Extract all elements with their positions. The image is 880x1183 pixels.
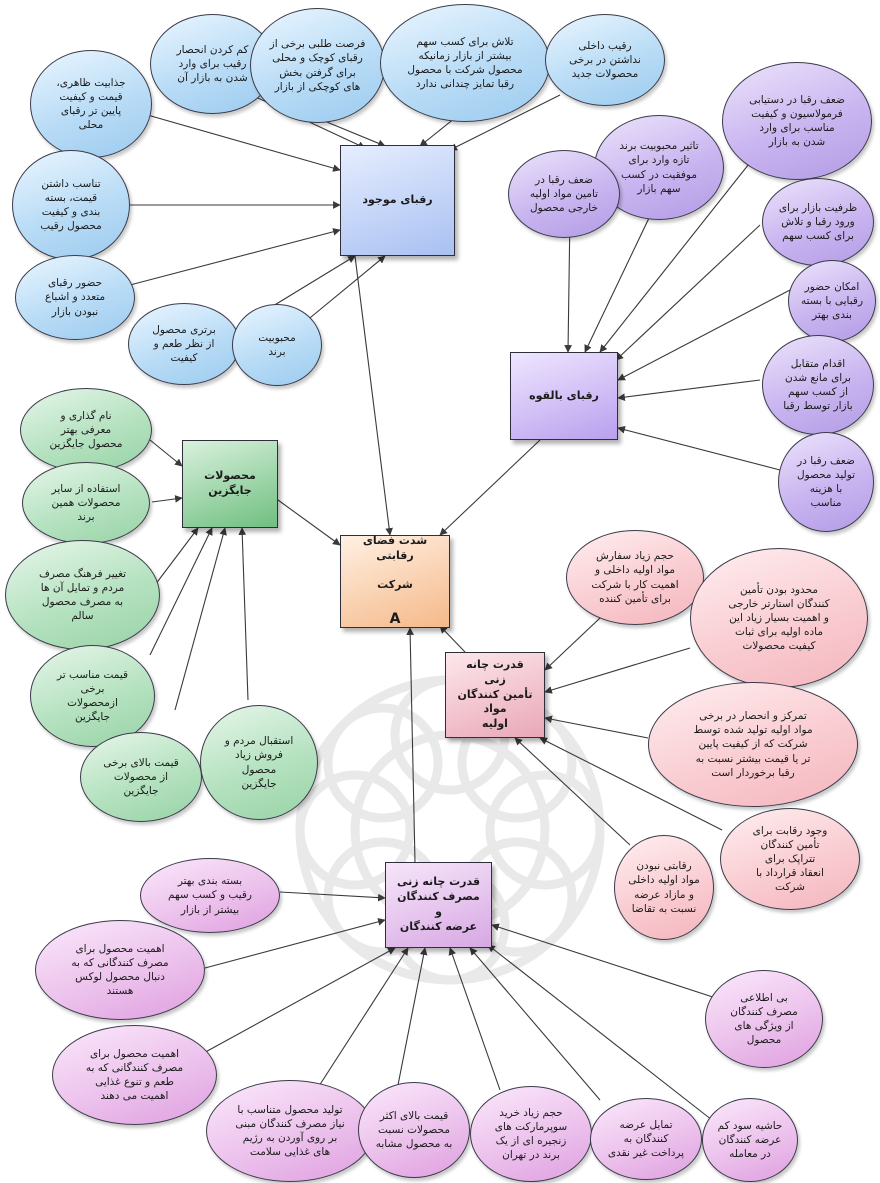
box-buyer-power-label: قدرت چانه زنی مصرف کنندگان و عرضه کنندگا… — [396, 875, 481, 933]
factor-existing-9: محبوبیت برند — [232, 304, 322, 386]
box-existing-rivals: رقبای موجود — [340, 145, 455, 256]
factor-substitute-4: قیمت مناسب تر برخی ازمحصولات جایگزین — [30, 645, 155, 747]
factor-potential-3: ضعف رقبا در تامین مواد اولیه خارجی محصول — [508, 150, 620, 238]
factor-potential-7: ضعف رقبا در تولید محصول با هزینه مناسب — [778, 432, 874, 532]
factor-supplier-2: محدود بودن تأمین کنندگان استارتر خارجی و… — [690, 548, 868, 688]
factor-supplier-3: تمرکز و انحصار در برخی مواد اولیه تولید … — [648, 682, 858, 807]
factor-potential-6: اقدام متقابل برای مانع شدن از کسب سهم با… — [762, 335, 874, 435]
factor-existing-6: تناسب داشتن قیمت، بسته بندی و کیفیت محصو… — [12, 150, 130, 260]
factor-potential-4: ظرفیت بازار برای ورود رقبا و تلاش برای ک… — [762, 178, 874, 266]
factor-buyer-6: حجم زیاد خرید سوپرمارکت های زنجیره ای از… — [470, 1086, 592, 1182]
factor-buyer-7: تمایل عرضه کنندگان به پرداخت غیر نقدی — [590, 1098, 702, 1180]
factor-buyer-9: بی اطلاعی مصرف کنندگان از ویژگی های محصو… — [705, 970, 823, 1068]
factor-existing-5: رقیب داخلی نداشتن در برخی محصولات جدید — [545, 14, 665, 106]
factor-buyer-3: اهمیت محصول برای مصرف کنندگانی که به طعم… — [52, 1025, 217, 1125]
box-substitutes: محصولات جایگزین — [182, 440, 278, 528]
box-center-competition: شدت فضای رقابتی شرکت A — [340, 533, 450, 628]
factor-substitute-5: قیمت بالای برخی از محصولات جایگزین — [80, 732, 202, 822]
factor-potential-1: ضعف رقبا در دستیابی فرمولاسیون و کیفیت م… — [722, 62, 872, 180]
box-supplier-power-label: قدرت چانه زنی تأمین کنندگان مواد اولیه — [457, 657, 533, 731]
box-potential-rivals: رقبای بالقوه — [510, 352, 618, 440]
center-letter: A — [389, 611, 401, 628]
center-line-2: شرکت — [377, 578, 413, 592]
factor-supplier-1: حجم زیاد سفارش مواد اولیه داخلی و اهمیت … — [566, 530, 704, 625]
box-substitutes-label: محصولات جایگزین — [204, 469, 256, 497]
factor-supplier-5: رقابتی نبودن مواد اولیه داخلی و مازاد عر… — [614, 835, 714, 940]
factor-buyer-4: تولید محصول متناسب با نیاز مصرف کنندگان … — [206, 1080, 374, 1182]
factor-buyer-2: اهمیت محصول برای مصرف کنندگانی که به دنب… — [35, 920, 205, 1020]
factor-existing-1: جذابیت ظاهری، قیمت و کیفیت پایین تر رقبا… — [30, 50, 152, 158]
factor-buyer-1: بسته بندی بهتر رقیب و کسب سهم بیشتر از ب… — [140, 858, 280, 933]
factor-existing-7: حضور رقبای متعدد و اشباع نبودن بازار — [15, 255, 135, 340]
box-existing-rivals-label: رقبای موجود — [362, 193, 433, 207]
factor-existing-3: فرصت طلبی برخی از رقبای کوچک و محلی برای… — [250, 8, 385, 123]
factor-substitute-2: استفاده از سایر محصولات همین برند — [22, 462, 150, 544]
factor-existing-8: برتری محصول از نظر طعم و کیفیت — [128, 303, 240, 385]
factor-buyer-8: حاشیه سود کم عرضه کنندگان در معامله — [702, 1098, 798, 1182]
factor-buyer-5: قیمت بالای اکثر محصولات نسبت به محصول مش… — [358, 1082, 470, 1178]
factor-supplier-4: وجود رقابت برای تأمین کنندگان تتراپک برا… — [720, 808, 860, 910]
factor-substitute-1: نام گذاری و معرفی بهتر محصول جایگزین — [20, 388, 152, 472]
box-buyer-power: قدرت چانه زنی مصرف کنندگان و عرضه کنندگا… — [385, 862, 492, 948]
factor-substitute-6: استقبال مردم و فروش زیاد محصول جایگزین — [200, 705, 318, 820]
factor-existing-4: تلاش برای کسب سهم بیشتر از بازار زمانیکه… — [380, 4, 550, 122]
factor-potential-5: امکان حضور رقبایی با بسته بندی بهتر — [788, 260, 876, 342]
box-supplier-power: قدرت چانه زنی تأمین کنندگان مواد اولیه — [445, 652, 545, 738]
factor-substitute-3: تغییر فرهنگ مصرف مردم و تمایل آن ها به م… — [5, 540, 160, 650]
center-line-1: شدت فضای رقابتی — [362, 533, 428, 562]
box-potential-rivals-label: رقبای بالقوه — [529, 388, 599, 402]
